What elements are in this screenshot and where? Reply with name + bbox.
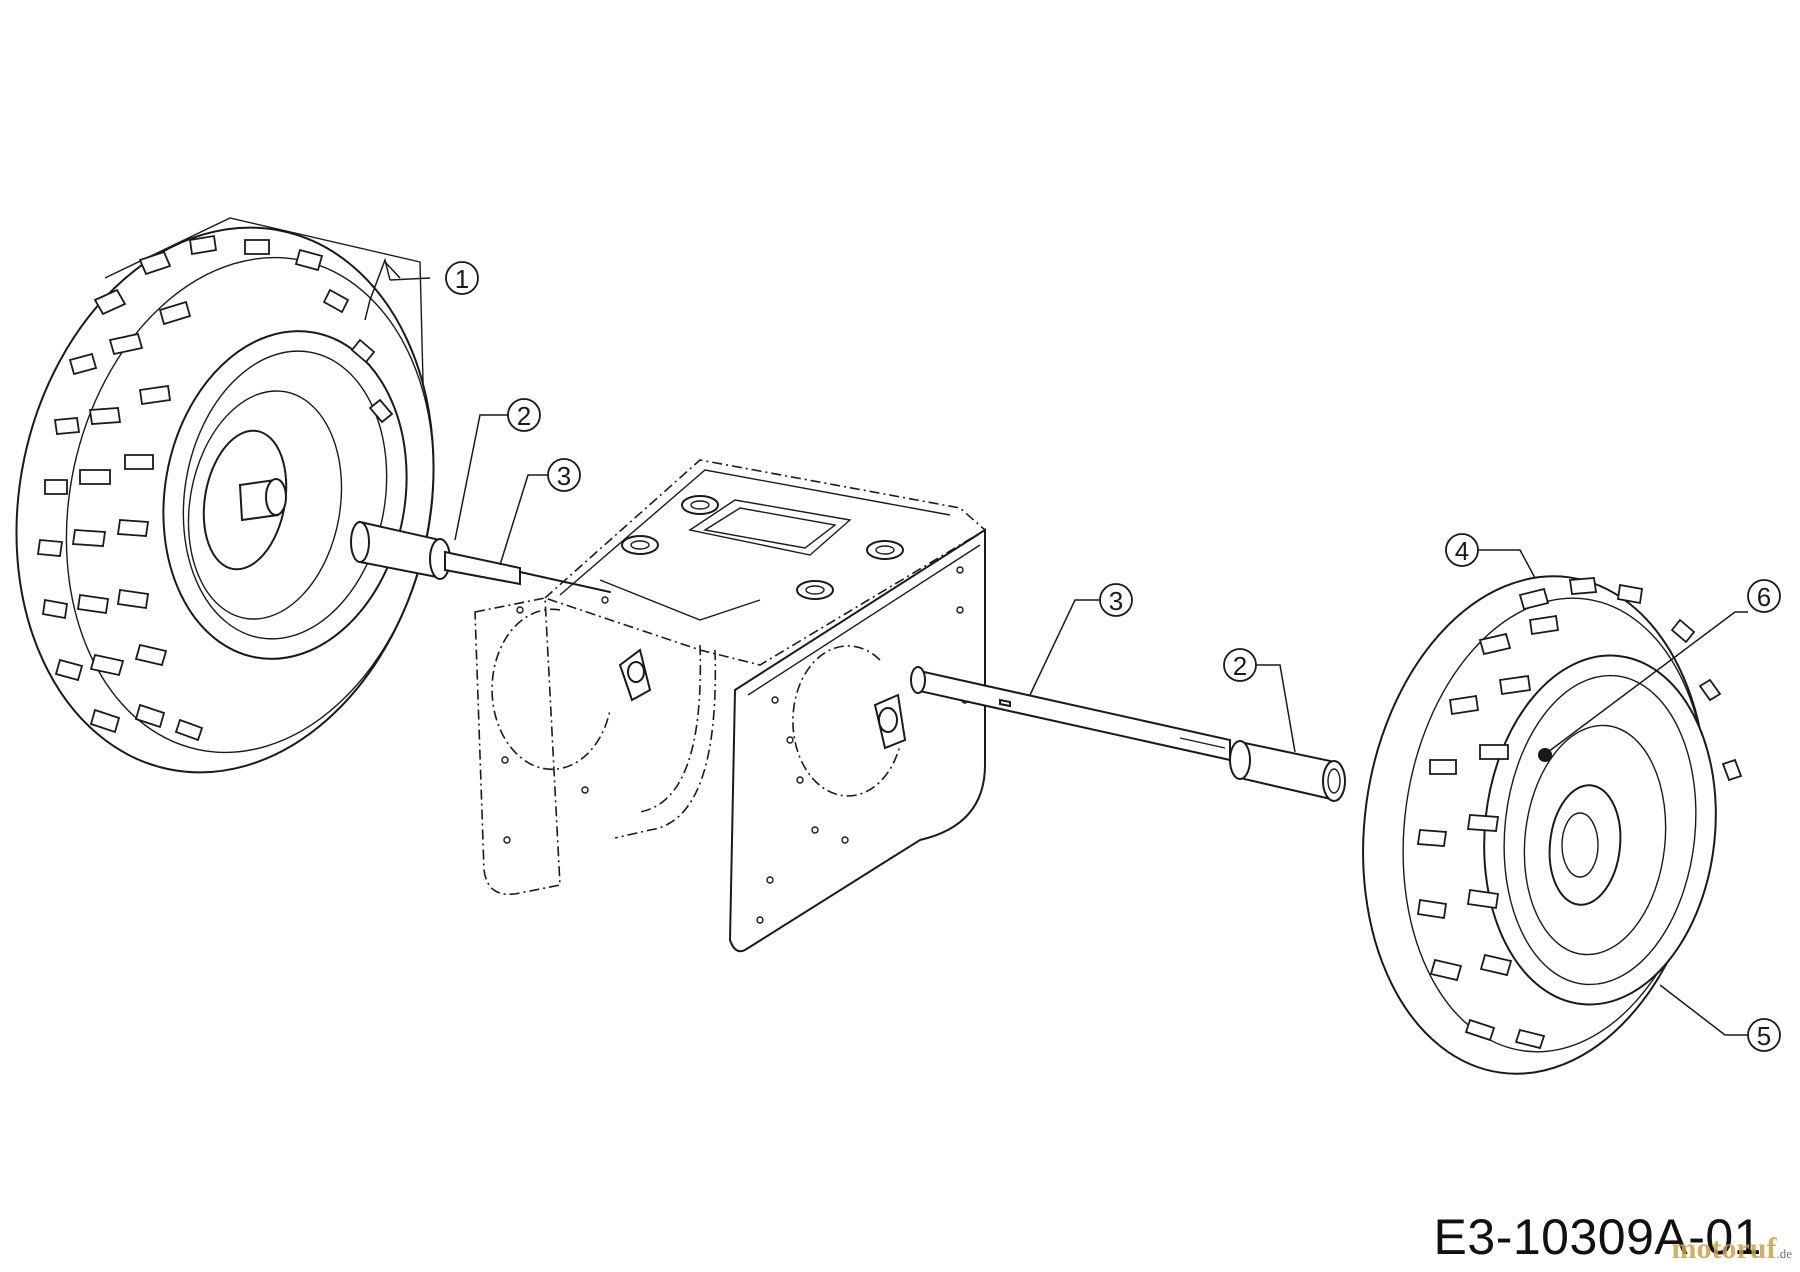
callout-3-left-label: 3 xyxy=(557,461,571,491)
callout-2-left-circle xyxy=(507,398,541,432)
callout-4: 4 xyxy=(1445,533,1536,579)
right-tire-tread xyxy=(1416,577,1743,1050)
callout-5-circle xyxy=(1747,1018,1781,1052)
callout-6: 6 xyxy=(1547,579,1781,753)
center-frame xyxy=(474,459,987,953)
callout-6-label: 6 xyxy=(1757,582,1771,612)
callout-2-left: 2 xyxy=(454,398,541,541)
left-tire-tread xyxy=(36,234,394,742)
watermark-logo: motoruf.de xyxy=(1671,1232,1792,1266)
left-axle-assembly xyxy=(350,520,611,593)
left-wheel xyxy=(15,217,435,774)
watermark-domain: .de xyxy=(1776,1246,1792,1261)
callout-2-left-label: 2 xyxy=(517,401,531,431)
callout-5-label: 5 xyxy=(1757,1021,1771,1051)
callout-2-right-circle xyxy=(1223,648,1257,682)
callout-4-label: 4 xyxy=(1455,536,1469,566)
callout-4-circle xyxy=(1445,533,1479,567)
callout-1-label: 1 xyxy=(455,264,469,294)
callout-2-right: 2 xyxy=(1223,648,1296,753)
callout-6-circle xyxy=(1747,579,1781,613)
callout-3-right-label: 3 xyxy=(1109,586,1123,616)
drawing-code: E3-10309A-01 xyxy=(1433,1209,1762,1265)
callout-3-left: 3 xyxy=(499,458,581,566)
right-wheel xyxy=(1362,575,1743,1075)
callout-1-circle xyxy=(445,261,479,295)
right-axle-assembly xyxy=(910,666,1346,802)
callout-5: 5 xyxy=(1659,984,1781,1052)
callout-3-right: 3 xyxy=(1029,583,1133,696)
callout-3-right-circle xyxy=(1099,583,1133,617)
callout-1: 1 xyxy=(364,257,479,321)
watermark-brand: motoruf xyxy=(1671,1232,1777,1265)
callout-3-left-circle xyxy=(547,458,581,492)
callout-2-right-label: 2 xyxy=(1233,651,1247,681)
